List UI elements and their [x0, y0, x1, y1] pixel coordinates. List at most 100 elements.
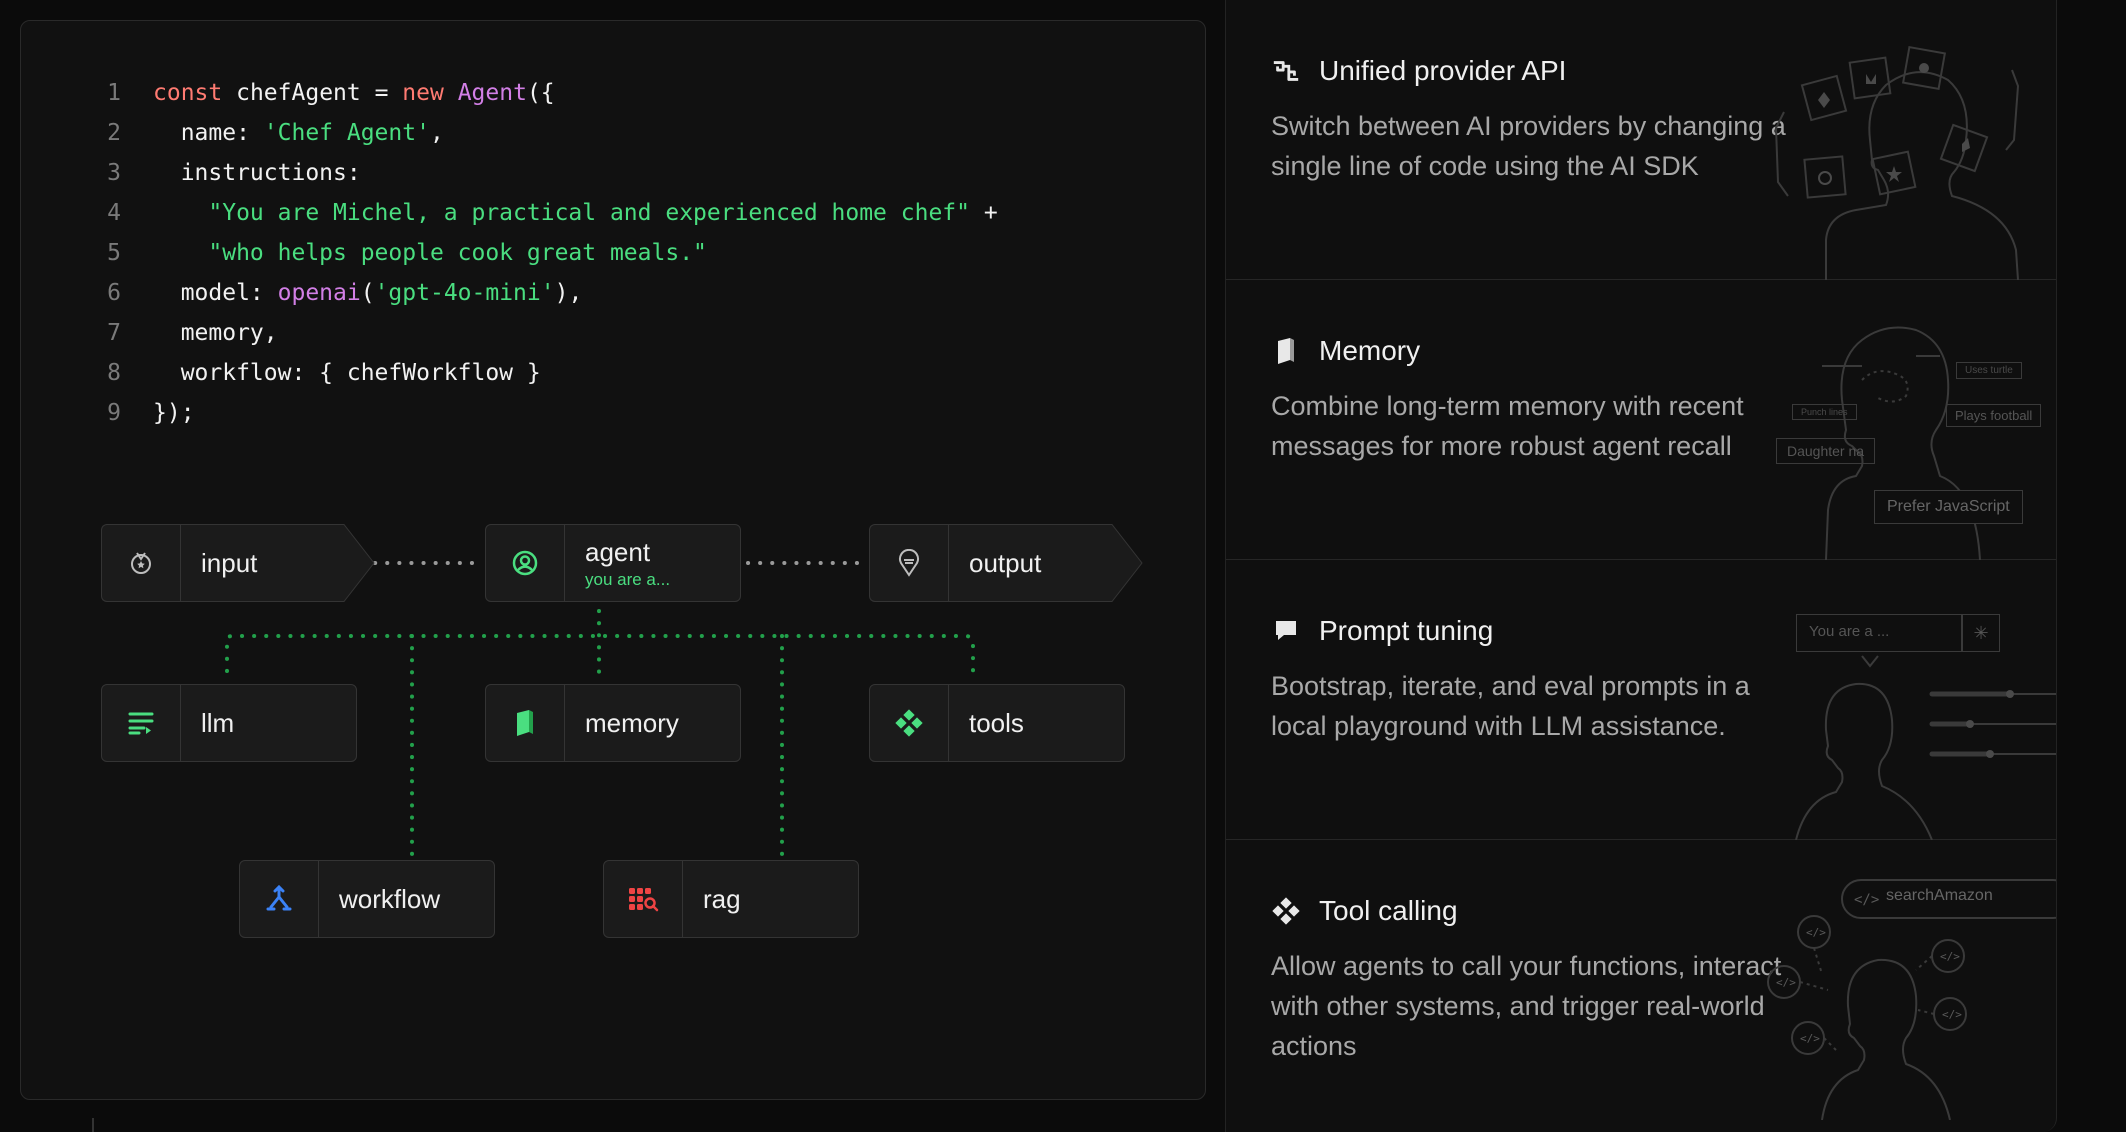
code-token: name:	[153, 120, 264, 146]
arrow-tip	[340, 524, 375, 602]
node-label: tools	[969, 707, 1024, 738]
code-line: 3 instructions:	[81, 153, 998, 193]
code-token: 'Chef Agent'	[263, 120, 430, 146]
line-number: 3	[107, 160, 121, 186]
memory-tag: Uses turtle	[1956, 362, 2022, 379]
tool-tag: searchAmazon	[1886, 887, 1993, 904]
code-token: =	[360, 80, 403, 106]
node-workflow[interactable]: workflow	[239, 860, 495, 938]
user-circle-icon	[486, 525, 565, 601]
feature-title: Prompt tuning	[1319, 615, 1494, 646]
diamond-dots-icon	[870, 685, 949, 761]
code-token: const	[153, 80, 223, 106]
feature-title: Tool calling	[1319, 895, 1458, 926]
code-token: ),	[554, 280, 583, 306]
code-line: 6 model: openai('gpt-4o-mini'),	[81, 273, 998, 313]
code-block: 1 const chefAgent = new Agent({ 2 name: '…	[81, 73, 998, 433]
code-token: "who helps people cook great meals."	[153, 240, 707, 266]
lines-icon	[102, 685, 181, 761]
feature-title: Unified provider API	[1319, 55, 1567, 86]
feature-title: Memory	[1319, 335, 1421, 366]
book-icon	[1271, 336, 1301, 366]
svg-text:</>: </>	[1940, 950, 1960, 963]
feature-unified-provider-api: Unified provider API Switch between AI p…	[1226, 0, 2056, 280]
node-label: memory	[585, 707, 679, 738]
code-token: instructions:	[153, 160, 361, 186]
code-icon: </>	[1854, 892, 1879, 908]
node-rag[interactable]: rag	[603, 860, 859, 938]
link-icon	[1271, 56, 1301, 86]
code-token: openai	[277, 280, 361, 306]
memory-tag: Punch lines	[1792, 404, 1857, 420]
providers-illustration	[1774, 45, 2020, 280]
memory-illustration: Uses turtle Plays football Punch lines D…	[1766, 280, 2056, 560]
arrow-tip	[1108, 524, 1143, 602]
grid-search-icon	[604, 861, 683, 937]
prompt-illustration: You are a ... ✳	[1766, 560, 2056, 840]
code-token: (	[360, 280, 375, 306]
feature-description: Bootstrap, iterate, and eval prompts in …	[1271, 671, 1750, 741]
svg-text:</>: </>	[1806, 926, 1826, 939]
tools-illustration: </></></> </></> </> searchAmazon	[1766, 840, 2056, 1120]
code-line: 2 name: 'Chef Agent',	[81, 113, 998, 153]
feature-description: Switch between AI providers by changing …	[1271, 111, 1786, 181]
node-agent[interactable]: agent you are a...	[485, 524, 741, 602]
connector-bus	[225, 634, 975, 673]
memory-tag: Prefer JavaScript	[1874, 490, 2023, 524]
code-token: new	[402, 80, 444, 106]
code-token: Agent	[457, 80, 527, 106]
sparkle-icon: ✳	[1962, 614, 2000, 652]
line-number: 7	[107, 320, 121, 346]
feature-description: Combine long-term memory with recent mes…	[1271, 391, 1744, 461]
line-number: 4	[107, 200, 121, 226]
node-memory[interactable]: memory	[485, 684, 741, 762]
line-number: 9	[107, 400, 121, 426]
line-number: 6	[107, 280, 121, 306]
code-token: 'gpt-4o-mini'	[374, 280, 555, 306]
node-output[interactable]: output	[869, 524, 1143, 602]
diagram-connectors	[225, 561, 975, 858]
memory-tag: Plays football	[1946, 404, 2042, 427]
divider	[92, 1118, 94, 1132]
feature-memory: Memory Combine long-term memory with rec…	[1226, 280, 2056, 560]
memory-tag: Daughter na	[1776, 438, 1876, 464]
node-label: agent	[585, 536, 651, 567]
line-number: 5	[107, 240, 121, 266]
code-token: ,	[429, 120, 444, 146]
code-line: 1 const chefAgent = new Agent({	[81, 73, 998, 113]
code-diagram-panel: 1 const chefAgent = new Agent({ 2 name: '…	[20, 20, 1206, 1100]
code-token: memory,	[153, 320, 278, 346]
features-panel: Unified provider API Switch between AI p…	[1225, 0, 2057, 1132]
feature-prompt-tuning: Prompt tuning Bootstrap, iterate, and ev…	[1226, 560, 2056, 840]
node-label: llm	[201, 707, 235, 738]
node-sublabel: you are a...	[585, 569, 671, 589]
code-line: 7 memory,	[81, 313, 998, 353]
branch-icon	[240, 861, 319, 937]
line-number: 2	[107, 120, 121, 146]
code-token: "You are Michel, a practical and experie…	[153, 200, 970, 226]
node-input[interactable]: input	[101, 524, 375, 602]
svg-text:</>: </>	[1776, 976, 1796, 989]
code-token: ({	[526, 80, 555, 106]
code-token: chefAgent	[236, 80, 361, 106]
code-line: 4 "You are Michel, a practical and exper…	[81, 193, 998, 233]
feature-tool-calling: Tool calling Allow agents to call your f…	[1226, 840, 2056, 1120]
feature-description: Allow agents to call your functions, int…	[1271, 951, 1782, 1061]
line-number: 1	[107, 80, 121, 106]
code-token: model:	[153, 280, 278, 306]
node-label: workflow	[339, 883, 441, 914]
pin-icon	[870, 525, 949, 601]
badge-icon	[102, 525, 181, 601]
node-tools[interactable]: tools	[869, 684, 1125, 762]
code-line: 8 workflow: { chefWorkflow }	[81, 353, 998, 393]
chat-icon	[1271, 616, 1301, 646]
node-label: input	[201, 547, 258, 578]
code-token: });	[153, 400, 195, 426]
node-label: rag	[703, 883, 741, 914]
code-line: 9});	[81, 393, 998, 433]
node-llm[interactable]: llm	[101, 684, 357, 762]
code-token: workflow: { chefWorkflow }	[153, 360, 541, 386]
tools-icon	[1271, 896, 1301, 926]
code-line: 5 "who helps people cook great meals."	[81, 233, 998, 273]
